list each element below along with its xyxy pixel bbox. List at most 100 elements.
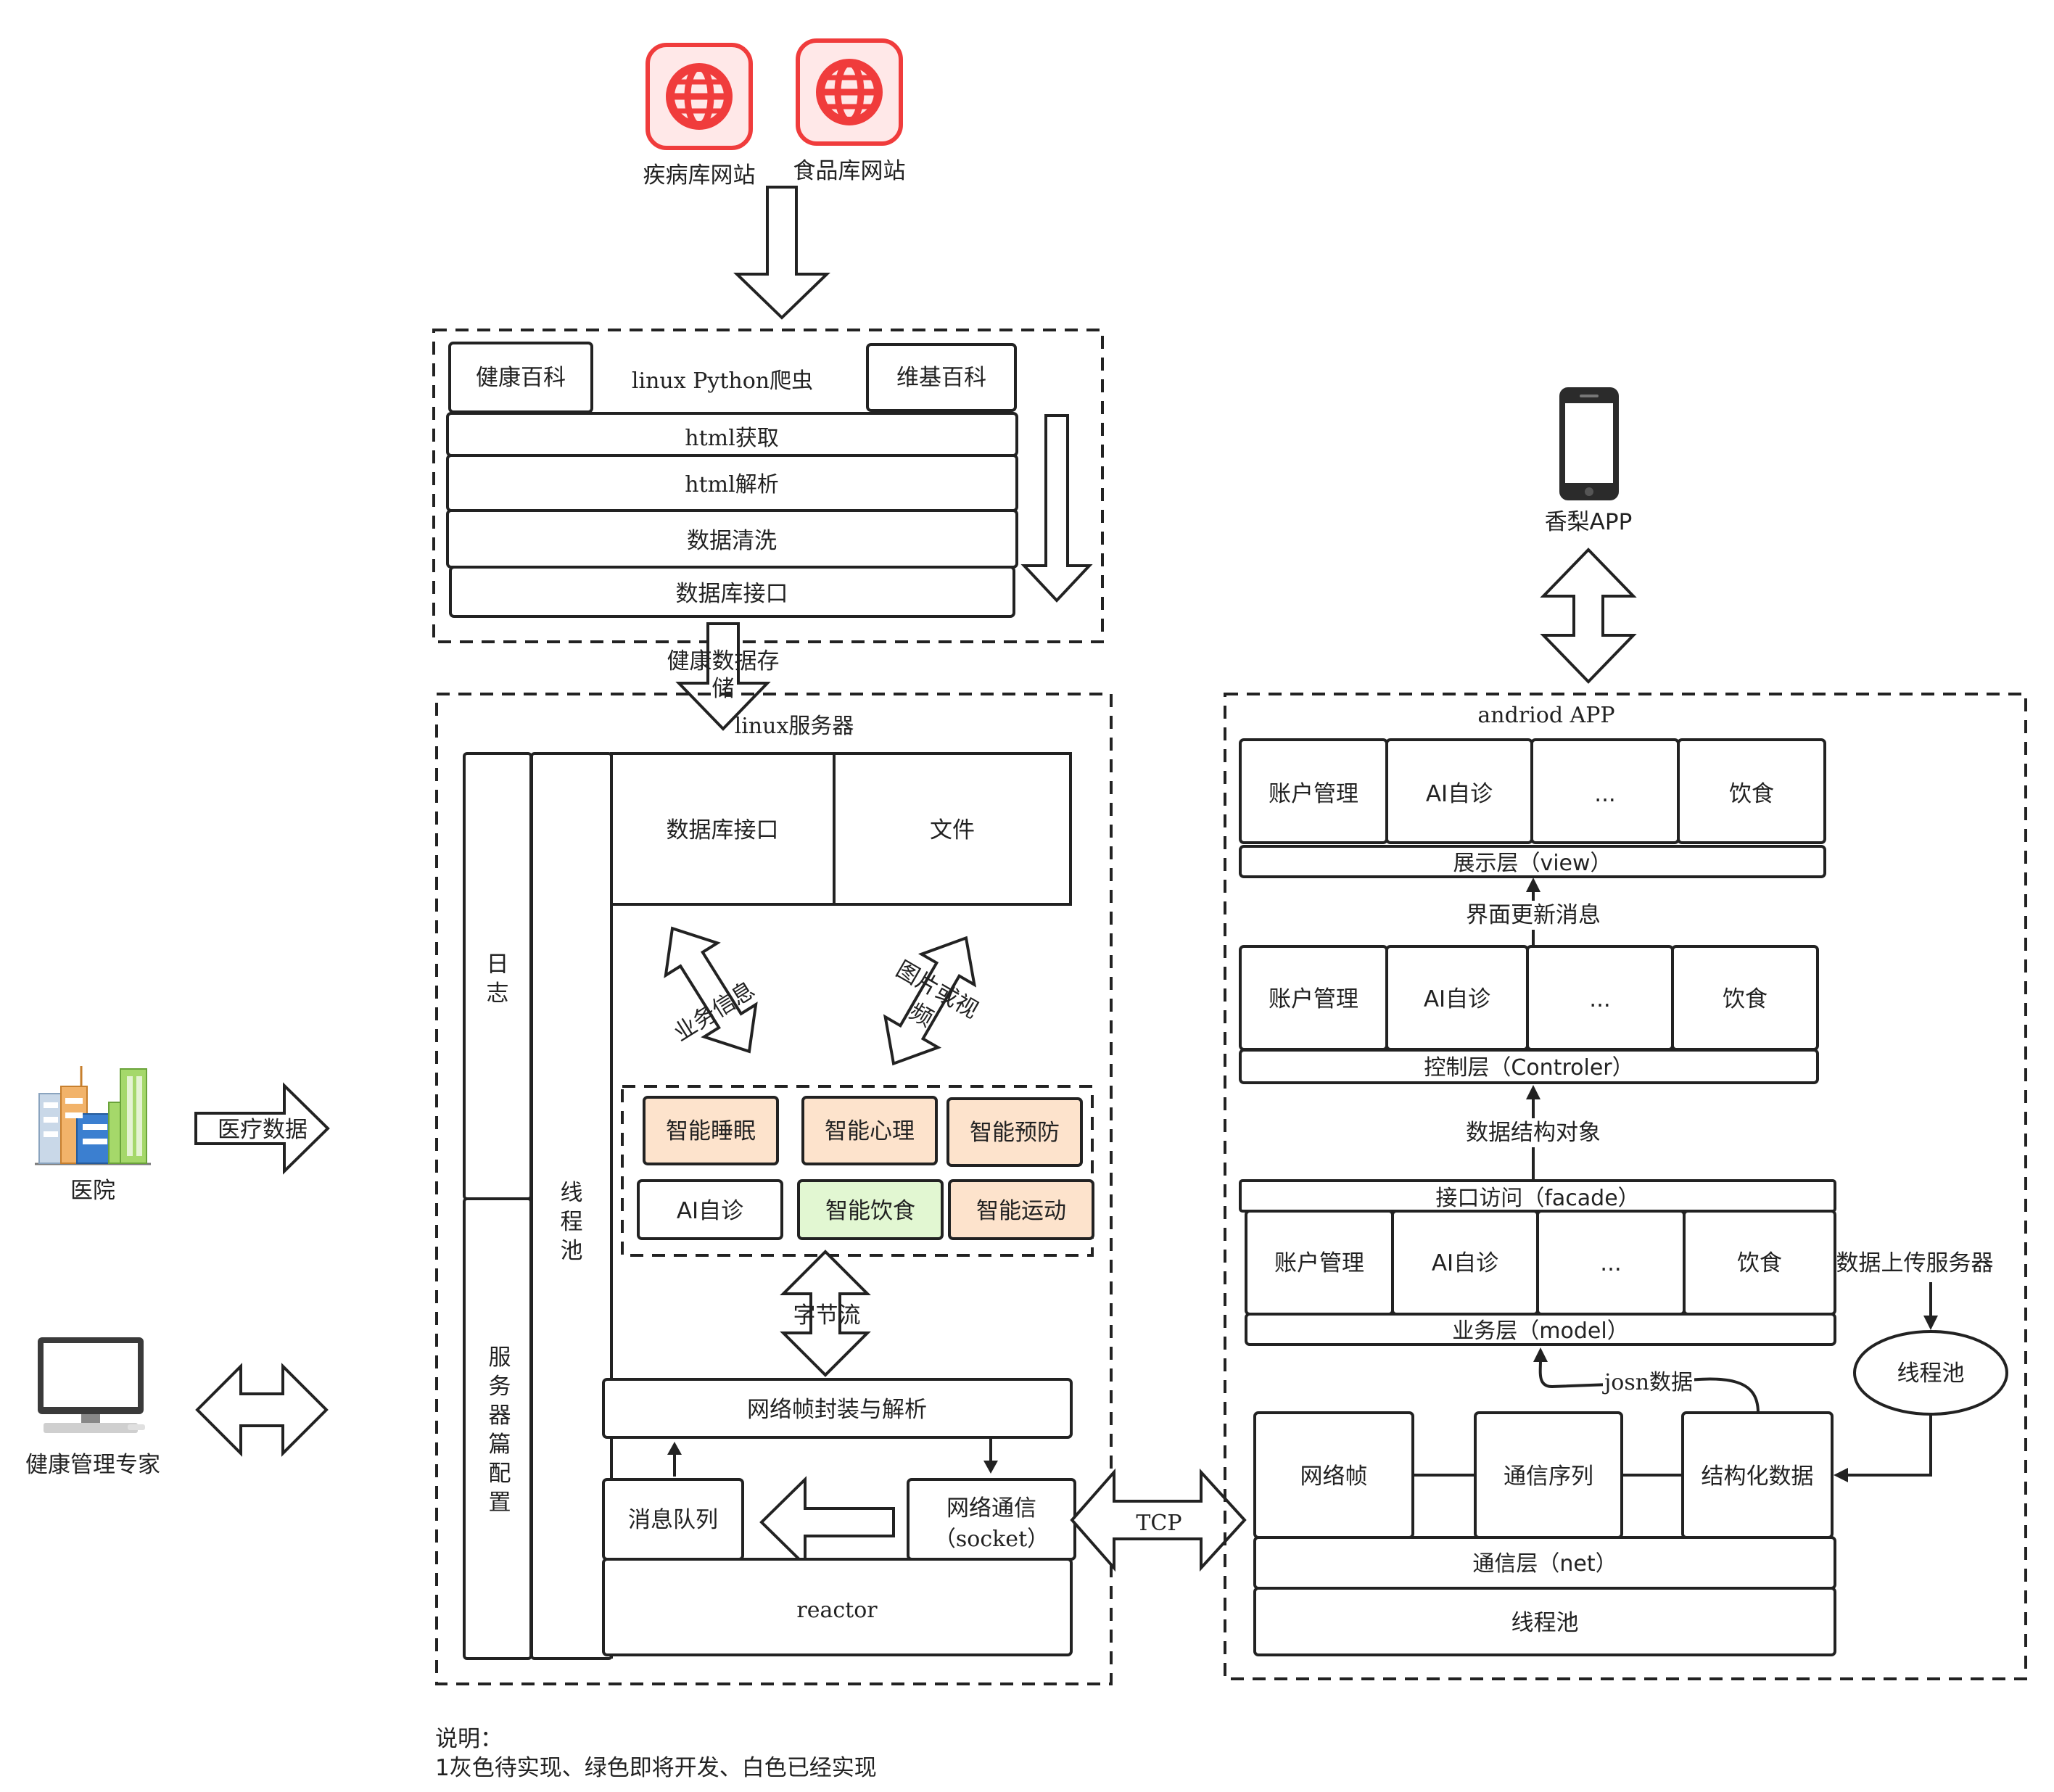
model-cell-account-label: 账户管理 bbox=[1274, 1250, 1364, 1276]
server-db-interface-label: 数据库接口 bbox=[667, 817, 779, 843]
module-sport bbox=[948, 1179, 1094, 1240]
ctrl-cell-more-label: ... bbox=[1589, 986, 1611, 1012]
ui-update-label: 界面更新消息 bbox=[1466, 902, 1601, 928]
expert-double-arrow bbox=[195, 1363, 329, 1457]
step-data-clean-label: 数据清洗 bbox=[687, 528, 777, 554]
view-cell-account-label: 账户管理 bbox=[1269, 781, 1358, 807]
step-db-interface-label: 数据库接口 bbox=[676, 581, 788, 607]
socket-label: （socket） bbox=[934, 1527, 1049, 1552]
codec-to-socket-arrowhead bbox=[983, 1461, 998, 1474]
view-layer-label: 展示层（view） bbox=[1453, 851, 1612, 876]
server-file-box bbox=[833, 752, 1072, 906]
ctrl-cell-diet-label: 饮食 bbox=[1723, 986, 1768, 1012]
disease-site-icon bbox=[646, 43, 753, 150]
phone-double-arrow bbox=[1540, 548, 1637, 684]
tcp-label: TCP bbox=[1136, 1511, 1181, 1536]
model-cell-diet-label: 饮食 bbox=[1737, 1250, 1782, 1276]
note-text: 1灰色待实现、绿色即将开发、白色已经实现 bbox=[435, 1755, 877, 1781]
socket-to-queue-arrow bbox=[759, 1476, 895, 1569]
view-cell-diet bbox=[1677, 738, 1826, 844]
thread-pool-label: 线程池 bbox=[561, 1180, 583, 1264]
vertical-char: 服 bbox=[489, 1345, 511, 1371]
module-prevent-label: 智能预防 bbox=[970, 1120, 1060, 1146]
ctrl-cell-ai-label: AI自诊 bbox=[1424, 986, 1490, 1012]
phone-icon bbox=[1559, 387, 1619, 500]
computer-icon bbox=[38, 1337, 145, 1433]
module-psych-label: 智能心理 bbox=[825, 1118, 915, 1144]
comm-seq-label: 通信序列 bbox=[1504, 1463, 1593, 1490]
food-site-label: 食品库网站 bbox=[793, 158, 906, 184]
msg-queue-label: 消息队列 bbox=[628, 1507, 718, 1533]
note-title: 说明： bbox=[435, 1726, 503, 1752]
net-comm-label: 网络通信 bbox=[946, 1495, 1036, 1521]
step-html-fetch-label: html获取 bbox=[685, 426, 778, 451]
vertical-char: 器 bbox=[489, 1403, 511, 1429]
fetch-down-arrow bbox=[733, 186, 830, 320]
crawler-flow-arrow bbox=[1020, 414, 1093, 603]
byte-stream-arrow bbox=[780, 1250, 871, 1377]
data-obj-bg bbox=[1455, 1118, 1612, 1147]
storage-down-arrow bbox=[675, 622, 771, 731]
module-diet bbox=[797, 1179, 944, 1240]
thread-pool-ellipse-label: 线程池 bbox=[1897, 1360, 1965, 1387]
server-file-label: 文件 bbox=[930, 817, 975, 843]
view-cell-diet-label: 饮食 bbox=[1729, 781, 1774, 807]
food-site-icon bbox=[796, 38, 903, 146]
thread-pool-column bbox=[530, 752, 613, 1660]
vertical-char: 务 bbox=[489, 1374, 511, 1400]
facade-bar bbox=[1239, 1179, 1836, 1213]
data-obj-label: 数据结构对象 bbox=[1466, 1120, 1601, 1146]
disease-site-label: 疾病库网站 bbox=[643, 162, 756, 189]
vertical-char: 池 bbox=[561, 1238, 583, 1264]
server-group bbox=[435, 693, 1113, 1685]
medical-data-arrow bbox=[194, 1082, 330, 1175]
modules-group bbox=[621, 1085, 1094, 1257]
vertical-char: 配 bbox=[489, 1461, 511, 1487]
wiki-box bbox=[866, 343, 1017, 412]
json-data-bg bbox=[1603, 1368, 1694, 1395]
model-layer-bar bbox=[1245, 1313, 1836, 1346]
hospital-label: 医院 bbox=[70, 1178, 115, 1204]
json-data-label: josn数据 bbox=[1602, 1370, 1693, 1395]
model-cell-ai-label: AI自诊 bbox=[1432, 1250, 1498, 1276]
vertical-char: 篇 bbox=[489, 1432, 511, 1458]
module-sleep-label: 智能睡眠 bbox=[666, 1118, 756, 1144]
step-db-interface bbox=[449, 566, 1015, 618]
net-layer-label: 通信层（net） bbox=[1472, 1551, 1617, 1577]
vertical-char: 置 bbox=[489, 1490, 511, 1516]
ellipse-to-structured-line bbox=[1847, 1414, 1932, 1477]
structured-data-label: 结构化数据 bbox=[1702, 1463, 1814, 1490]
module-psych bbox=[801, 1096, 938, 1165]
ui-update-bg bbox=[1458, 901, 1609, 930]
app-thread-pool-bar bbox=[1253, 1587, 1836, 1656]
ctrl-layer-bar bbox=[1239, 1049, 1819, 1084]
log-label: 日志 bbox=[487, 951, 509, 1007]
config-label: 服务器篇配置 bbox=[489, 1345, 511, 1516]
model-layer-label: 业务层（model） bbox=[1452, 1318, 1628, 1344]
facade-label: 接口访问（facade） bbox=[1435, 1186, 1639, 1211]
image-video-arrow bbox=[883, 936, 977, 1066]
health-wiki-label: 健康百科 bbox=[476, 365, 566, 391]
storage-arrow-label-1: 健康数据存 bbox=[667, 648, 780, 674]
app-group bbox=[1224, 693, 2027, 1680]
reactor-label: reactor bbox=[796, 1598, 878, 1623]
ctrl-cell-account-label: 账户管理 bbox=[1269, 986, 1358, 1012]
app-title: andriod APP bbox=[1477, 703, 1614, 728]
json-data-arrowhead bbox=[1533, 1347, 1548, 1362]
byte-stream-label: 字节流 bbox=[793, 1302, 861, 1329]
reactor-box bbox=[602, 1558, 1073, 1656]
module-prevent bbox=[946, 1097, 1083, 1167]
expert-label: 健康管理专家 bbox=[25, 1452, 160, 1478]
module-ai-diagnose bbox=[637, 1179, 783, 1240]
module-ai-diagnose-label: AI自诊 bbox=[677, 1198, 743, 1224]
medical-data-label: 医疗数据 bbox=[218, 1117, 308, 1143]
frame-codec-label: 网络帧封装与解析 bbox=[747, 1397, 927, 1423]
server-db-interface-box bbox=[610, 752, 836, 906]
phone-label: 香梨APP bbox=[1545, 509, 1633, 535]
app-thread-pool-label: 线程池 bbox=[1511, 1610, 1579, 1636]
config-box bbox=[463, 1197, 532, 1660]
upload-label: 数据上传服务器 bbox=[1836, 1250, 1994, 1276]
view-layer-bar bbox=[1239, 845, 1826, 878]
vertical-char: 线 bbox=[561, 1180, 583, 1206]
ctrl-to-view-arrowhead bbox=[1526, 878, 1540, 892]
